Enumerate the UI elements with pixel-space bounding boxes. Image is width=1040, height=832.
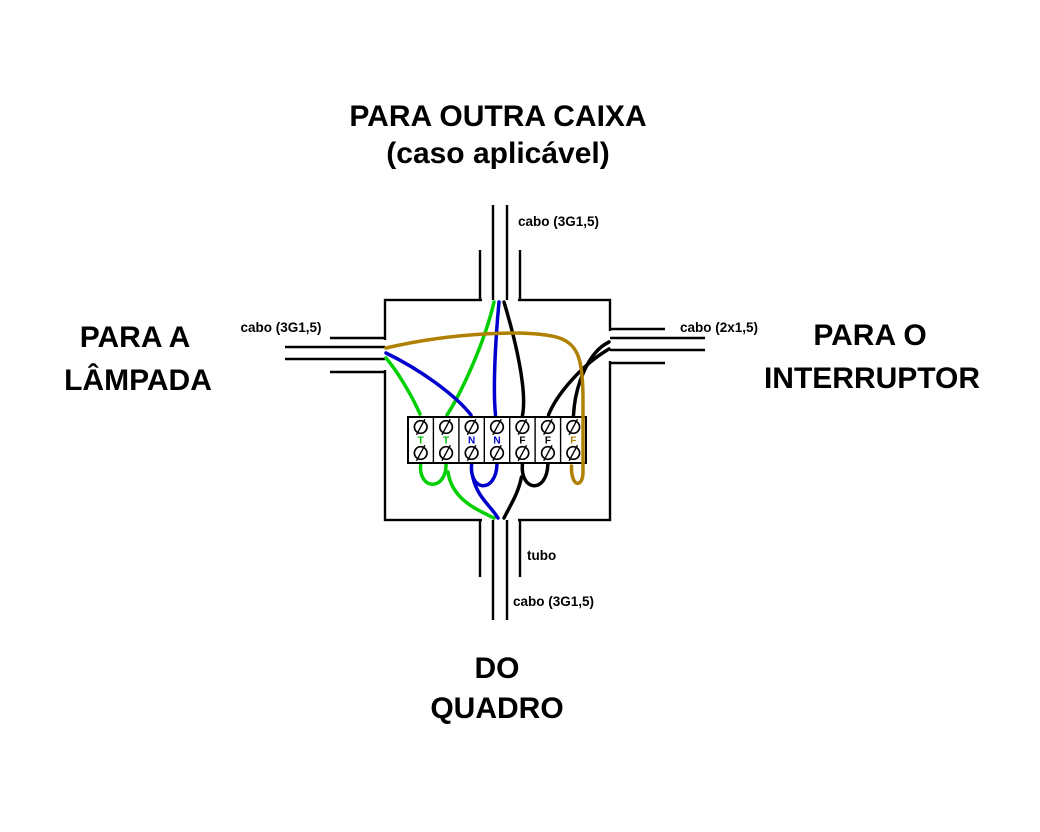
screw-slash-icon bbox=[466, 444, 477, 462]
conduit-left bbox=[285, 336, 385, 374]
terminal-cell-2: T bbox=[438, 418, 454, 462]
terminal-block: T T N N F bbox=[407, 416, 587, 464]
terminal-label: T bbox=[443, 436, 449, 447]
screw-slash-icon bbox=[441, 418, 451, 436]
label-bottom-line2: QUADRO bbox=[430, 692, 563, 725]
cable-label-left: cabo (3G1,5) bbox=[240, 320, 321, 335]
terminal-label: F bbox=[570, 436, 576, 447]
terminal-cell-3: N bbox=[464, 418, 479, 462]
screw-slash-icon bbox=[492, 444, 502, 462]
screw-slash-icon bbox=[415, 444, 426, 462]
wire-switched-phase bbox=[384, 331, 585, 485]
terminal-cell-1: T bbox=[413, 418, 428, 462]
cable-label-right: cabo (2x1,5) bbox=[680, 320, 758, 335]
screw-slash-icon bbox=[492, 418, 502, 436]
wire-earth-left bbox=[384, 356, 422, 416]
title-top-line1: PARA OUTRA CAIXA bbox=[349, 100, 646, 133]
terminal-cell-7: F bbox=[566, 418, 581, 462]
terminal-label: N bbox=[493, 436, 500, 447]
wire-neutral-left bbox=[384, 351, 473, 417]
screw-slash-icon bbox=[568, 444, 579, 462]
conduit-right bbox=[610, 327, 705, 365]
title-top-line2: (caso aplicável) bbox=[386, 137, 609, 170]
wire-phase-jumper bbox=[520, 462, 550, 488]
box-gap-left bbox=[382, 340, 388, 370]
box-gap-bottom bbox=[482, 517, 518, 523]
wire-earth-bottom bbox=[446, 470, 496, 520]
wire-neutral-jumper bbox=[469, 462, 499, 488]
wire-earth-jumper bbox=[418, 462, 448, 486]
screw-slash-icon bbox=[517, 418, 528, 436]
label-left-line1: PARA A bbox=[80, 321, 191, 354]
screw-slash-icon bbox=[543, 418, 553, 436]
terminal-label: T bbox=[418, 436, 424, 447]
box-gap-top bbox=[482, 297, 518, 303]
terminal-label: F bbox=[519, 436, 525, 447]
screw-slash-icon bbox=[441, 444, 451, 462]
wire-phase-right-1 bbox=[546, 347, 611, 417]
label-bottom-line1: DO bbox=[475, 652, 520, 685]
box-gap-right bbox=[607, 331, 613, 361]
wire-phase-right-2 bbox=[571, 340, 611, 417]
terminal-cell-4: N bbox=[489, 418, 505, 462]
cable-label-bottom: cabo (3G1,5) bbox=[513, 594, 594, 609]
screw-slash-icon bbox=[415, 418, 426, 436]
label-left-line2: LÂMPADA bbox=[64, 363, 212, 397]
wire-phase-bottom bbox=[502, 475, 524, 520]
terminal-label: F bbox=[545, 436, 551, 447]
cable-label-top: cabo (3G1,5) bbox=[518, 214, 599, 229]
terminal-label: N bbox=[468, 436, 475, 447]
label-right-line1: PARA O bbox=[813, 319, 926, 352]
screw-slash-icon bbox=[517, 444, 528, 462]
screw-slash-icon bbox=[466, 418, 477, 436]
wire-phase-top bbox=[502, 300, 526, 417]
conduit-top bbox=[478, 205, 522, 300]
wire-neutral-top bbox=[492, 300, 501, 417]
wire-neutral-bottom bbox=[471, 476, 500, 520]
terminal-cell-6: F bbox=[540, 418, 556, 462]
tube-label: tubo bbox=[527, 548, 556, 563]
label-right-line2: INTERRUPTOR bbox=[764, 362, 980, 395]
wire-earth-top bbox=[445, 300, 496, 417]
screw-slash-icon bbox=[543, 444, 553, 462]
terminal-cell-5: F bbox=[515, 418, 530, 462]
screw-slash-icon bbox=[568, 418, 579, 436]
conduit-bottom bbox=[478, 520, 522, 620]
